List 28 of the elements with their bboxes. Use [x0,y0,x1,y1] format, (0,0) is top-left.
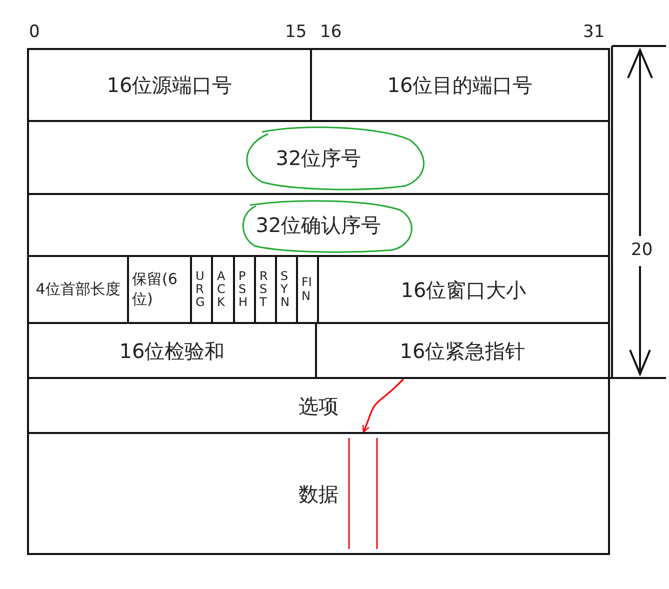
bit-number: 15 [285,22,307,42]
field-label: 32位序号 [276,144,362,170]
field-label: 16位检验和 [119,338,225,364]
field-label: 16位窗口大小 [400,276,526,302]
bit-number: 31 [583,22,605,42]
header-field [27,377,610,434]
header-field [27,48,312,122]
header-field [27,432,610,555]
field-label: PSH [238,270,249,310]
field-label: 数据 [298,480,338,506]
field-label: SYN [280,270,290,310]
field-label: 32位确认序号 [256,212,382,238]
field-label: URG [196,270,206,310]
header-field [27,120,610,195]
field-label: 保留(6位) [131,270,178,309]
field-label: 16位目的端口号 [387,72,533,98]
field-label: RST [260,270,269,310]
header-field [310,48,610,122]
field-label: 16位紧急指针 [400,338,526,364]
header-field [27,193,610,257]
field-label: 16位源端口号 [106,72,232,98]
field-label: FIN [302,276,313,303]
bit-number: 0 [29,22,40,42]
arrow [362,378,404,433]
field-label: 选项 [298,392,338,418]
field-label: 4位首部长度 [34,280,122,300]
bit-number: 16 [320,22,342,42]
field-label: ACK [217,270,226,310]
